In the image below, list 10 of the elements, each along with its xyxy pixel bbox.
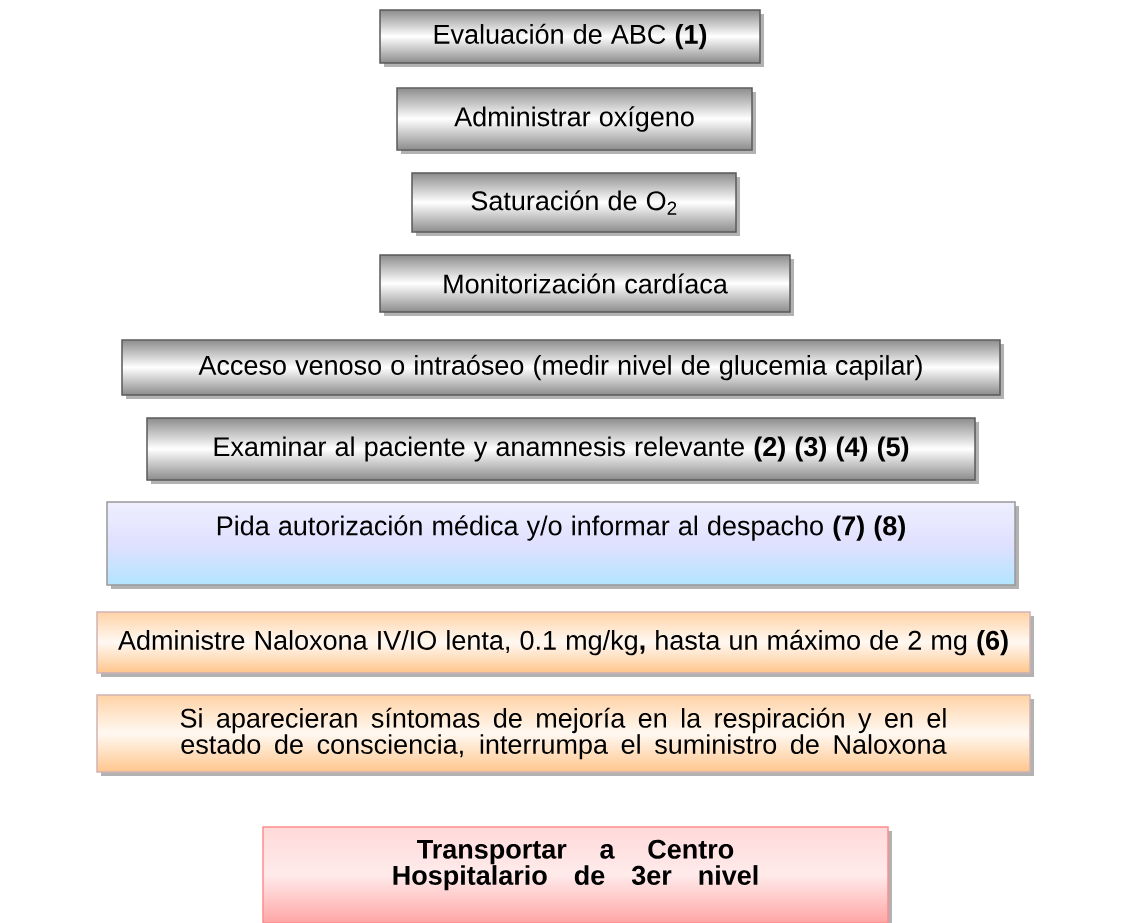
step-box: Transportar a Centro Hospitalario de 3er nivel [262, 826, 892, 923]
step-box: Acceso venoso o intraóseo (medir nivel de glucemia capilar) [121, 339, 1004, 399]
step-box: Evaluación de ABC (1) [379, 9, 764, 67]
step-box: Administrar oxígeno [396, 87, 756, 154]
step-box: Administre Naloxona IV/IO lenta, 0.1 mg/kg, hasta un máximo de 2 mg (6) [96, 611, 1034, 677]
step-box: Saturación de O$_{2}$ [411, 172, 740, 236]
step-box: Pida autorización médica y/o informar al despacho (7) (8) [106, 501, 1019, 589]
step-box: Examinar al paciente y anamnesis relevante (2) (3) (4) (5) [146, 417, 979, 484]
step-box: Monitorización cardíaca [379, 254, 794, 316]
step-box: Si aparecieran síntomas de mejoría en la respiración y en el estado de consciencia, interrumpa el suministro de Naloxona [96, 694, 1034, 776]
